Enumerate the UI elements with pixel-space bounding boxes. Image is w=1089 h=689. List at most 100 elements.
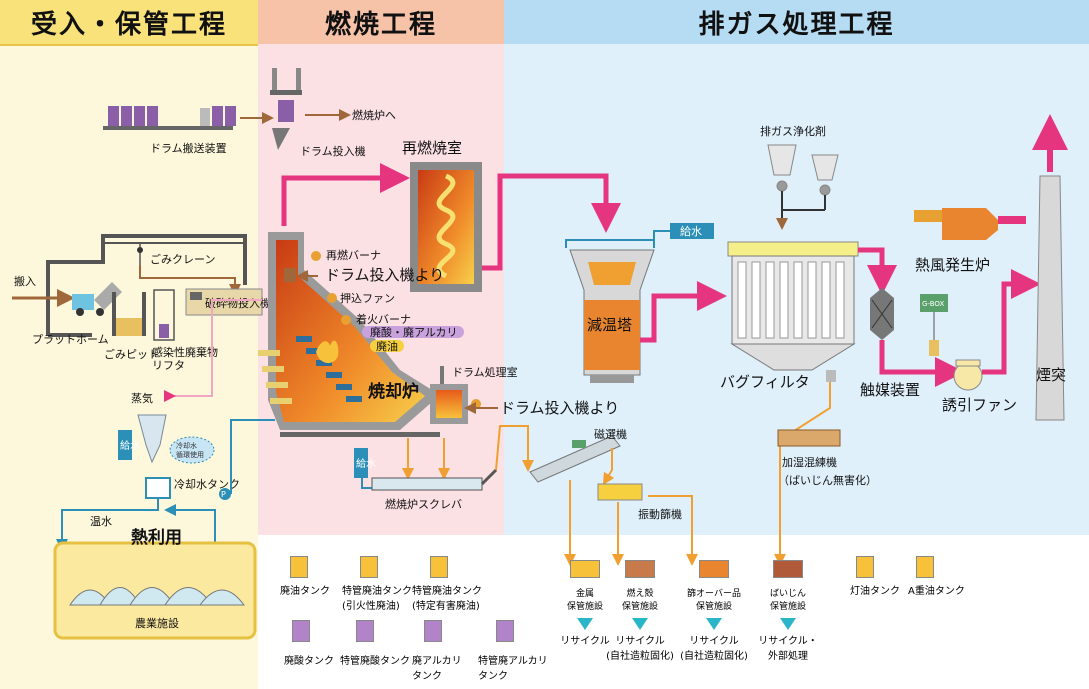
farm-label: 農業施設: [135, 616, 179, 630]
storage-4: ばいじん 保管施設 リサイクル・ 外部処理: [748, 560, 828, 662]
storage-result-1: リサイクル: [560, 636, 610, 647]
drum-room: [430, 366, 468, 424]
carry-in-label: 搬入: [14, 274, 36, 288]
garbage-crane-label: ごみクレーン: [150, 252, 215, 266]
bag-filter: [727, 241, 859, 382]
storage-name-4: ばいじん 保管施設: [769, 589, 806, 612]
tank-3: [430, 556, 448, 578]
magnet-separator: [529, 435, 621, 483]
hot-air-furnace: [914, 208, 1026, 240]
svg-text:G-BOX: G-BOX: [922, 300, 944, 308]
steam-label: 蒸気: [131, 391, 153, 405]
tank-row-top: 廃油タンク 特管廃油タンク (引火性廃油) 特管廃油タンク (特定有害廃油): [280, 556, 520, 612]
tank-label-6: 廃アルカリ タンク: [412, 656, 462, 682]
infectious-lift: [153, 289, 175, 341]
storage-3: 篩オーバー品 保管施設 リサイクル (自社造粒固化): [674, 560, 754, 662]
svg-text:リフタ: リフタ: [152, 359, 185, 372]
water-supply-tag-2: 給水: [354, 448, 376, 478]
drum-conveyor: [103, 106, 236, 130]
incinerator-label: 焼却炉: [368, 381, 419, 402]
waste-acid-alkali-tag: 廃酸・廃アルカリ: [370, 325, 458, 339]
svg-text:P: P: [221, 490, 226, 499]
cooling-tower-label: 減温塔: [587, 316, 632, 334]
storage-name-1: 金属 保管施設: [566, 589, 603, 612]
magnet-label: 磁選機: [594, 427, 627, 441]
burner-tags: 再燃バーナ ドラム投入機より 押込ファン 着火バーナ 廃酸・廃アルカリ 廃油: [296, 248, 464, 353]
tank-label-5: 特管廃酸タンク: [340, 656, 410, 667]
grate-base: [280, 432, 440, 437]
tank-6: [424, 620, 442, 642]
infectious-lift-label: 感染性廃棄物: [152, 345, 218, 359]
dust-harmless-label: （ばいじん無害化）: [778, 473, 877, 487]
tank-row-right: 灯油タンク A重油タンク: [850, 556, 970, 606]
truck: [72, 282, 122, 316]
coolant-cloud: [169, 436, 215, 464]
storage-result-3: リサイクル (自社造粒固化): [680, 636, 748, 662]
catalyst-unit: [870, 288, 894, 340]
tank-8: [856, 556, 874, 578]
tank-label-9: A重油タンク: [908, 586, 965, 597]
crushed-feeder: [185, 288, 263, 316]
tank-label-8: 灯油タンク: [850, 586, 900, 597]
svg-text:着火バーナ: 着火バーナ: [356, 312, 411, 326]
storage-name-3: 篩オーバー品 保管施設: [687, 589, 741, 612]
storage-result-2: リサイクル (自社造粒固化): [606, 636, 674, 662]
tank-label-4: 廃酸タンク: [284, 656, 334, 667]
storage-result-4: リサイクル・ 外部処理: [758, 636, 818, 662]
crane: [137, 243, 143, 265]
svg-text:給水: 給水: [120, 439, 140, 452]
pump-icon: [219, 488, 231, 500]
header-receiving: 受入・保管工程: [0, 0, 258, 46]
greenhouses: [69, 587, 245, 606]
scraper: [371, 468, 498, 491]
svg-text:給水: 給水: [356, 457, 376, 470]
storage-row: 金属 保管施設 リサイクル 燃え殻 保管施設 リサイクル (自社造粒固化) 篩オ…: [540, 560, 840, 685]
svg-text:再燃バーナ: 再燃バーナ: [326, 248, 381, 262]
svg-text:押込ファン: 押込ファン: [340, 291, 395, 305]
crushed-feeder-label: 破砕物投入機: [205, 296, 271, 310]
purifier-label: 排ガス浄化剤: [760, 124, 826, 138]
svg-text:給水: 給水: [680, 224, 702, 238]
tank-2: [360, 556, 378, 578]
cooling-tower: [569, 249, 655, 383]
vibrating-label: 振動篩機: [638, 507, 682, 521]
tank-label-1: 廃油タンク: [280, 586, 330, 597]
tank-label-3: 特管廃油タンク (特定有害廃油): [412, 586, 482, 612]
water-supply-tag-3: 給水: [670, 223, 714, 239]
platform-label: プラットホーム: [32, 333, 109, 346]
tank-1: [290, 556, 308, 578]
purifier-hoppers: [767, 144, 839, 196]
humid-mixer: [777, 429, 841, 447]
storage-name-2: 燃え殻 保管施設: [621, 589, 658, 612]
drum-feeder-label: ドラム投入機: [300, 144, 366, 158]
tank-label-2: 特管廃油タンク (引火性廃油): [342, 586, 412, 612]
catalyst-label: 触媒装置: [860, 381, 920, 399]
header-combustion: 燃焼工程: [258, 0, 504, 44]
garbage-pit-label: ごみピット: [104, 347, 159, 361]
drum-conveyor-label: ドラム搬送装置: [150, 141, 227, 155]
cooling-tank-label: 冷却水タンク: [174, 478, 240, 491]
vibrating-screen: [597, 483, 643, 501]
water-supply-tag-1: 給水: [118, 430, 140, 460]
receiving-building: [46, 234, 247, 337]
header-exhaust: 排ガス処理工程: [504, 0, 1089, 44]
induced-fan-label: 誘引ファン: [942, 396, 1017, 414]
hot-air-furnace-label: 熱風発生炉: [915, 256, 990, 274]
from-drum-feeder-1: ドラム投入機より: [325, 266, 444, 284]
tank-9: [916, 556, 934, 578]
reburn-chamber-label: 再燃焼室: [402, 139, 462, 157]
hot-water-label: 温水: [90, 515, 112, 528]
bag-filter-label: バグフィルタ: [720, 373, 810, 391]
gbox: G-BOX: [920, 294, 948, 356]
stack-label: 煙突: [1036, 366, 1066, 384]
heat-use-label: 熱利用: [131, 527, 182, 548]
stack: [1035, 175, 1065, 421]
humid-mixer-label: 加湿混練機: [782, 455, 837, 469]
incinerator: [258, 232, 440, 430]
lower-band: [258, 535, 1089, 689]
scraper-label: 燃焼炉スクレバ: [385, 497, 462, 511]
svg-text:冷却水: 冷却水: [176, 441, 197, 450]
tank-label-7: 特管廃アルカリ タンク: [478, 656, 548, 682]
garbage-pit: [112, 292, 146, 336]
